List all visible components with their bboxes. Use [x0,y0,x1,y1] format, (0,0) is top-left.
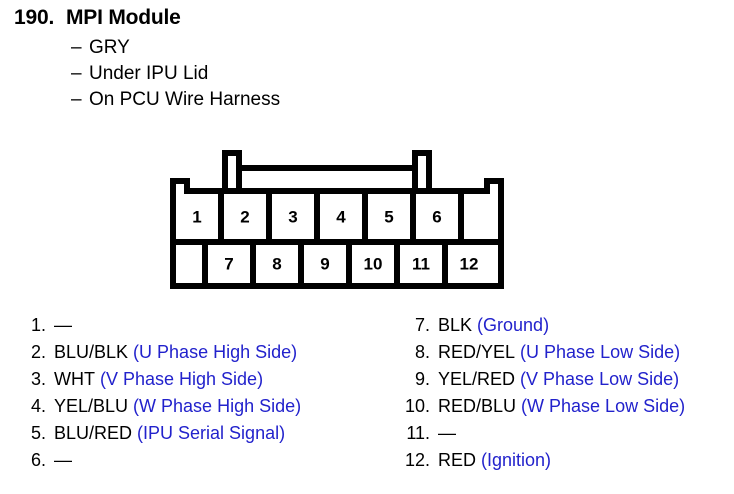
pin-wire-color: BLK [438,315,473,335]
pinout-row-9: 9. YEL/RED (V Phase Low Side) [404,366,734,393]
pin-description: (Ground) [477,315,550,335]
pin-wire-color: RED/BLU [438,396,517,416]
pinout-row-4: 4. YEL/BLU (W Phase High Side) [20,393,410,420]
module-attribute-list: – GRY – Under IPU Lid – On PCU Wire Harn… [14,35,514,113]
pin-description: (U Phase Low Side) [520,342,681,362]
pin-number-4: 4 [336,207,346,226]
pin-empty-marker: — [54,315,72,335]
pin-description: (IPU Serial Signal) [137,423,286,443]
list-item: – GRY [71,35,514,61]
pin-wire-color: WHT [54,369,95,389]
pin-number-3: 3 [288,207,297,226]
pin-index: 4. [30,396,46,416]
pin-number-6: 6 [432,207,441,226]
pin-index: 8. [414,342,430,362]
pinout-row-11: 11. — [404,420,734,447]
pin-index: 5. [30,423,46,443]
attribute-text: On PCU Wire Harness [89,89,281,110]
attribute-text: GRY [89,37,130,58]
pin-description: (W Phase Low Side) [521,396,686,416]
pin-number-1: 1 [192,207,201,226]
pinout-column-right: 7. BLK (Ground) 8. RED/YEL (U Phase Low … [404,312,734,474]
pin-description: (U Phase High Side) [133,342,298,362]
pin-wire-color: RED/YEL [438,342,516,362]
pin-number-10: 10 [364,254,383,273]
pinout-row-8: 8. RED/YEL (U Phase Low Side) [404,339,734,366]
connector-latch [222,150,432,191]
pin-wire-color: YEL/BLU [54,396,129,416]
pin-wire-color: YEL/RED [438,369,516,389]
pin-description: (W Phase High Side) [133,396,302,416]
pinout-row-3: 3. WHT (V Phase High Side) [20,366,410,393]
pin-description: (V Phase High Side) [99,369,264,389]
pin-empty-marker: — [54,450,72,470]
dash-icon: – [71,37,82,58]
attribute-text: Under IPU Lid [89,63,209,84]
connector-diagram: 1 2 3 4 5 6 7 8 9 10 11 12 [164,143,510,295]
pinout-column-left: 1. — 2. BLU/BLK (U Phase High Side) 3. W… [20,312,410,474]
pin-wire-color: BLU/RED [54,423,133,443]
list-item: – Under IPU Lid [71,61,514,87]
bottom-row-dividers [202,242,448,286]
pinout-row-6: 6. — [20,447,410,474]
connector-drawing: 1 2 3 4 5 6 7 8 9 10 11 12 [170,150,504,289]
pinout-row-12: 12. RED (Ignition) [404,447,734,474]
pinout-row-5: 5. BLU/RED (IPU Serial Signal) [20,420,410,447]
pinout-row-1: 1. — [20,312,410,339]
pin-index: 2. [30,342,46,362]
pin-number-11: 11 [412,254,430,273]
pin-index: 7. [414,315,430,335]
dash-icon: – [71,89,82,110]
list-item: – On PCU Wire Harness [71,87,514,113]
pin-index: 3. [30,369,46,389]
pin-number-2: 2 [240,207,249,226]
module-title: MPI Module [66,6,181,29]
pinout-row-7: 7. BLK (Ground) [404,312,734,339]
pin-description: (V Phase Low Side) [520,369,680,389]
pin-index: 10. [404,396,430,416]
pin-number-8: 8 [272,254,281,273]
module-number: 190. [14,6,55,29]
pin-number-5: 5 [384,207,393,226]
pin-index: 6. [30,450,46,470]
pinout-row-2: 2. BLU/BLK (U Phase High Side) [20,339,410,366]
pinout-row-10: 10. RED/BLU (W Phase Low Side) [404,393,734,420]
pin-index: 11. [406,423,430,443]
module-header: 190. MPI Module – GRY – Under IPU Lid – … [14,6,514,113]
top-row-dividers [218,191,464,242]
page-title: 190. MPI Module [14,6,514,30]
pin-empty-marker: — [438,423,456,443]
pin-wire-color: RED [438,450,477,470]
dash-icon: – [71,63,82,84]
pin-index: 9. [414,369,430,389]
pin-number-12: 12 [460,254,479,273]
pin-number-9: 9 [320,254,329,273]
pin-description: (Ignition) [481,450,552,470]
pin-index: 12. [404,450,430,470]
pin-index: 1. [30,315,46,335]
pin-wire-color: BLU/BLK [54,342,129,362]
pin-number-7: 7 [224,254,233,273]
